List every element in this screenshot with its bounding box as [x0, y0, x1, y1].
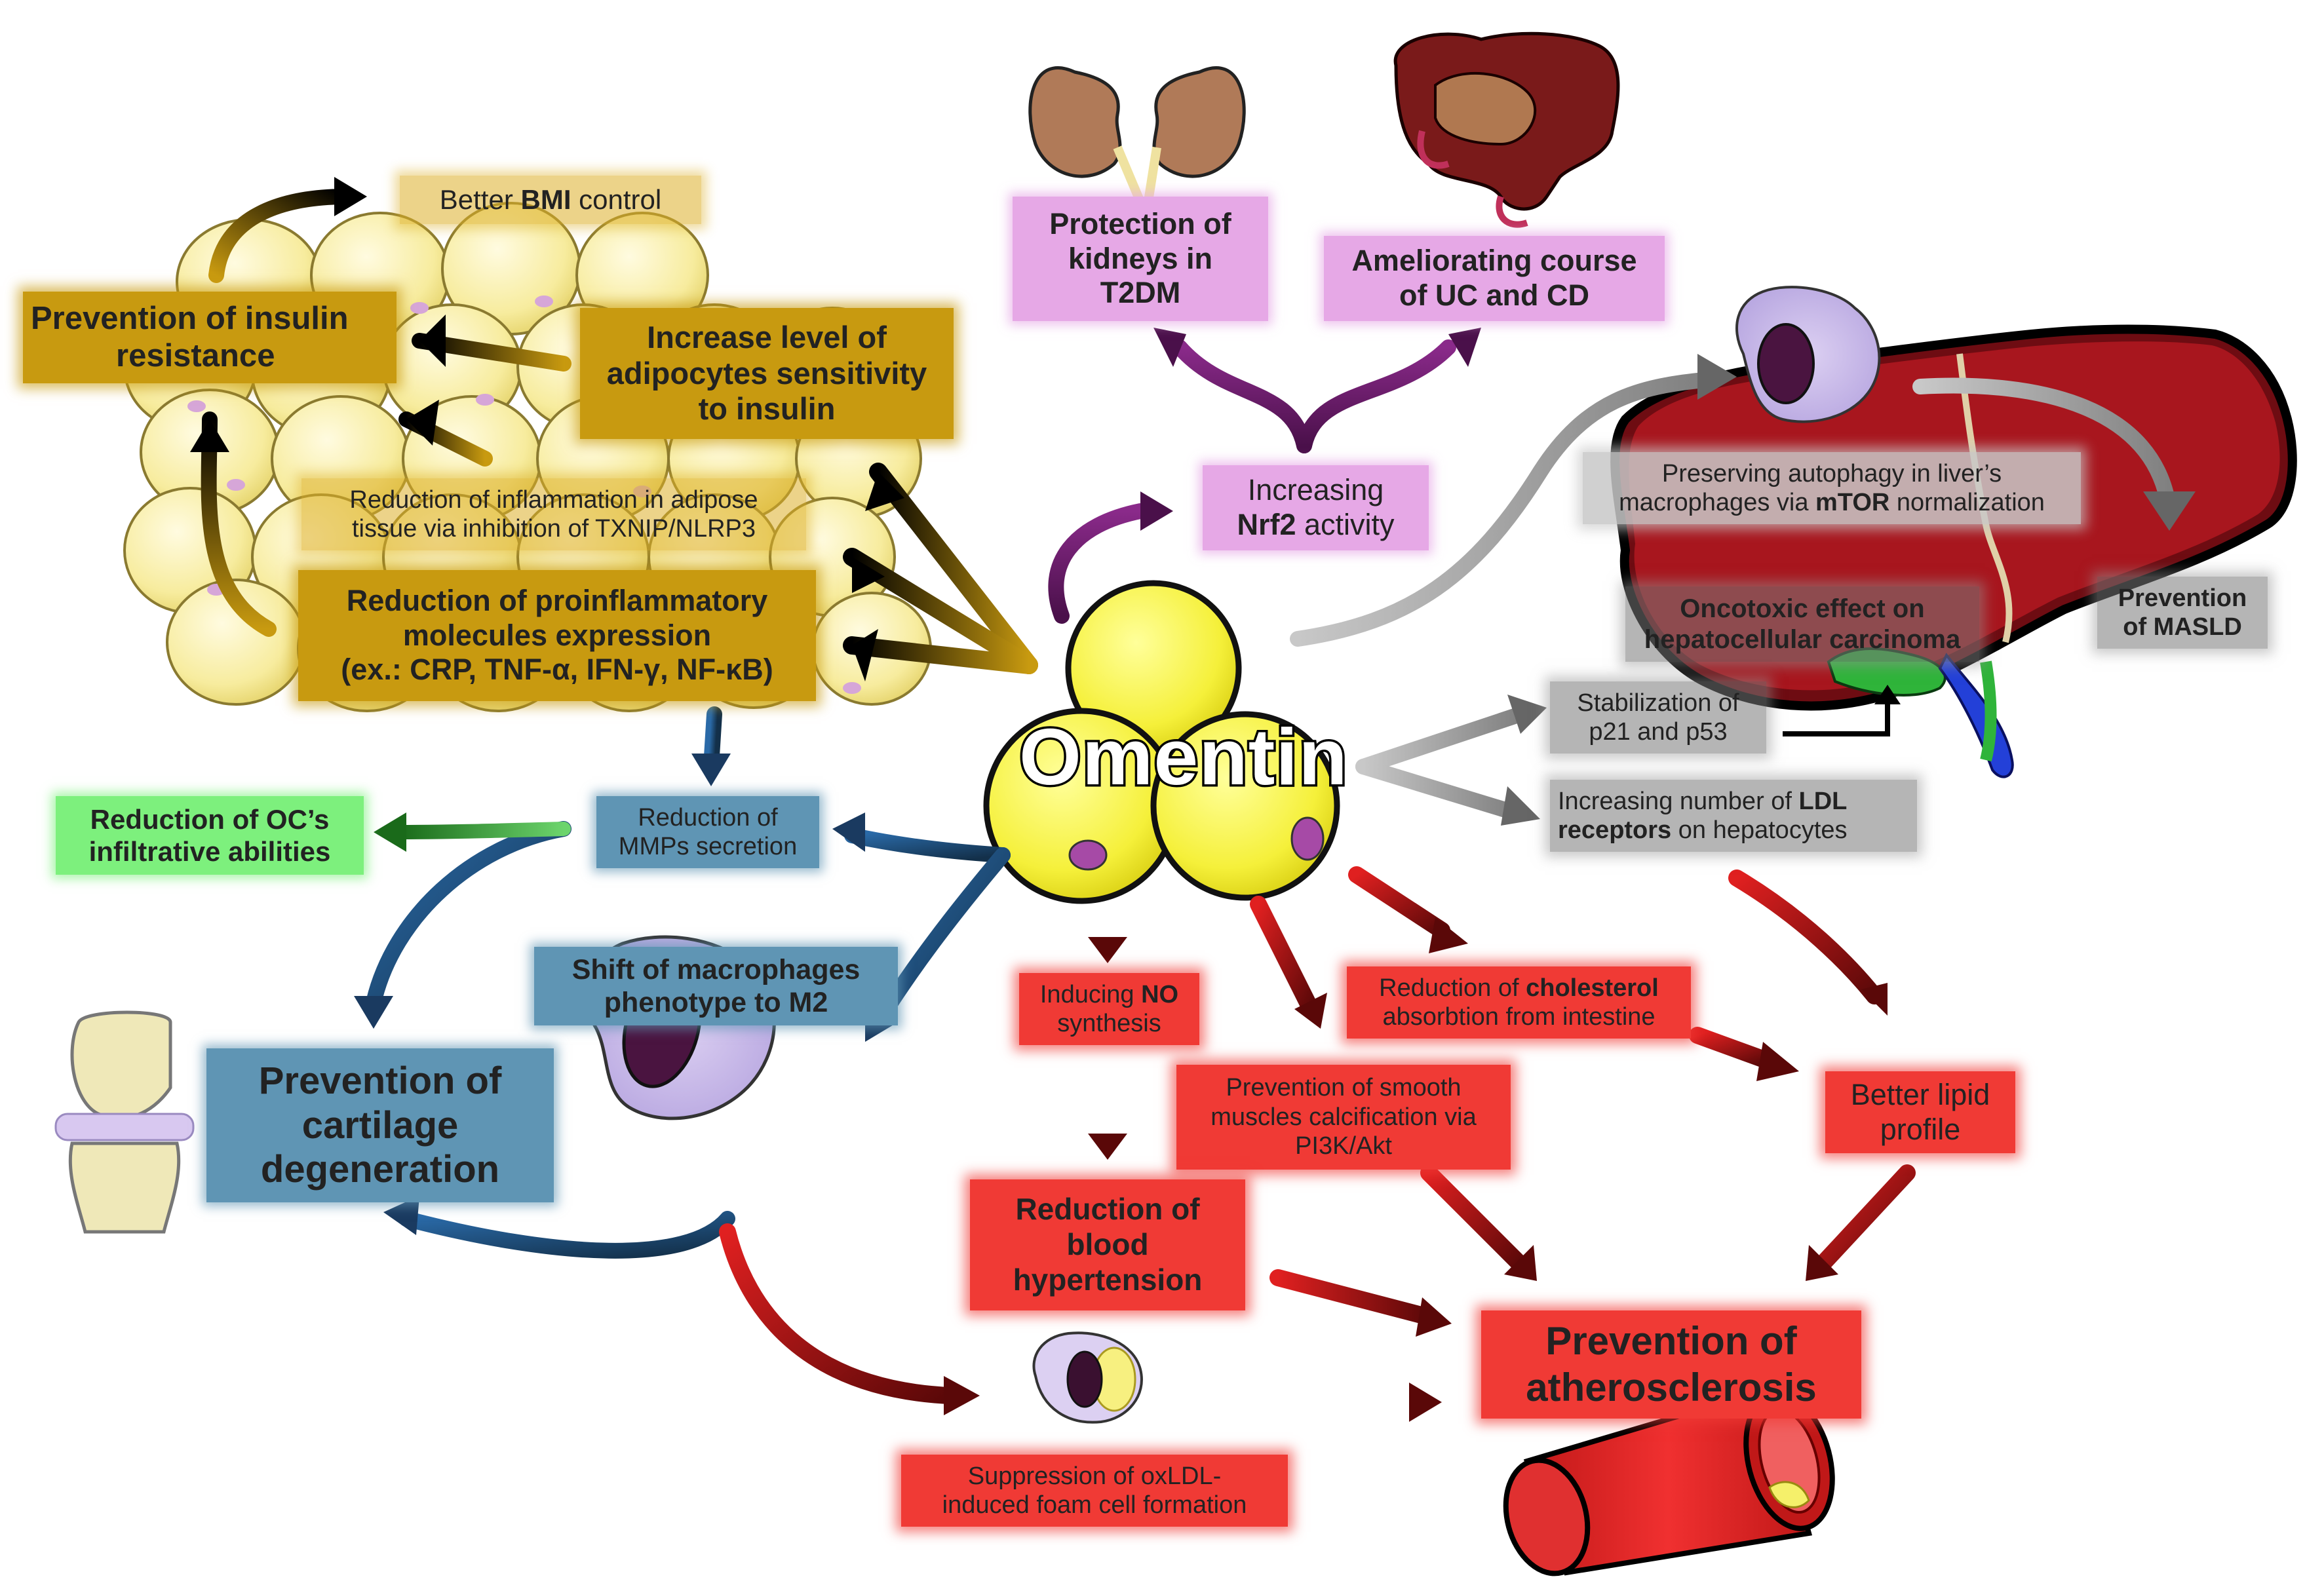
- label-proinflammatory: Reduction of proinflammatory molecules e…: [298, 570, 816, 701]
- label-insulin-resistance: Prevention of insulin resistance: [23, 292, 397, 383]
- label-oc-infiltrative: Reduction of OC’s infiltrative abilities: [56, 796, 364, 875]
- label-better-bmi: Better BMI control: [400, 176, 701, 224]
- label-cholesterol: Reduction of cholesterol absorbtion from…: [1347, 966, 1691, 1039]
- label-adipocytes-sensitivity: Increase level of adipocytes sensitivity…: [580, 308, 954, 439]
- label-oncotoxic: Oncotoxic effect on hepatocellular carci…: [1625, 586, 1979, 662]
- label-kidneys: Protection of kidneys in T2DM: [1013, 197, 1268, 321]
- label-macrophages-m2: Shift of macrophages phenotype to M2: [534, 947, 898, 1025]
- intestine-icon: [1393, 31, 1620, 228]
- label-smooth-muscle: Prevention of smooth muscles calcificati…: [1176, 1065, 1511, 1170]
- omentin-title: Omentin: [1017, 710, 1350, 804]
- label-masld: Prevention of MASLD: [2097, 577, 2268, 649]
- kidneys-icon: [1028, 66, 1246, 212]
- omentin-cells-icon: [983, 580, 1340, 904]
- label-foam-cell: Suppression of oxLDL- induced foam cell …: [901, 1455, 1288, 1527]
- label-adipose-inflammation: Reduction of inflammation in adipose tis…: [301, 478, 806, 550]
- label-p21-p53: Stabilization of p21 and p53: [1550, 681, 1766, 754]
- macrophage-icon: [1735, 286, 1881, 423]
- label-cartilage: Prevention of cartilage degeneration: [206, 1048, 554, 1202]
- label-no-synthesis: Inducing NO synthesis: [1019, 973, 1199, 1045]
- artery-icon: [1503, 1385, 1835, 1576]
- label-atherosclerosis: Prevention of atherosclerosis: [1481, 1310, 1861, 1419]
- label-nrf2: Increasing Nrf2 activity: [1203, 465, 1429, 550]
- knee-joint-icon: [54, 1010, 195, 1234]
- label-hypertension: Reduction of blood hypertension: [970, 1179, 1245, 1310]
- label-ldl-receptors: Increasing number of LDL receptors on he…: [1550, 780, 1917, 852]
- label-mmps: Reduction of MMPs secretion: [596, 796, 819, 868]
- label-autophagy: Preserving autophagy in liver’s macropha…: [1583, 452, 2081, 524]
- label-uc-cd: Ameliorating course of UC and CD: [1324, 236, 1665, 321]
- foam-cell-icon: [1032, 1331, 1143, 1424]
- label-lipid-profile: Better lipid profile: [1825, 1071, 2015, 1153]
